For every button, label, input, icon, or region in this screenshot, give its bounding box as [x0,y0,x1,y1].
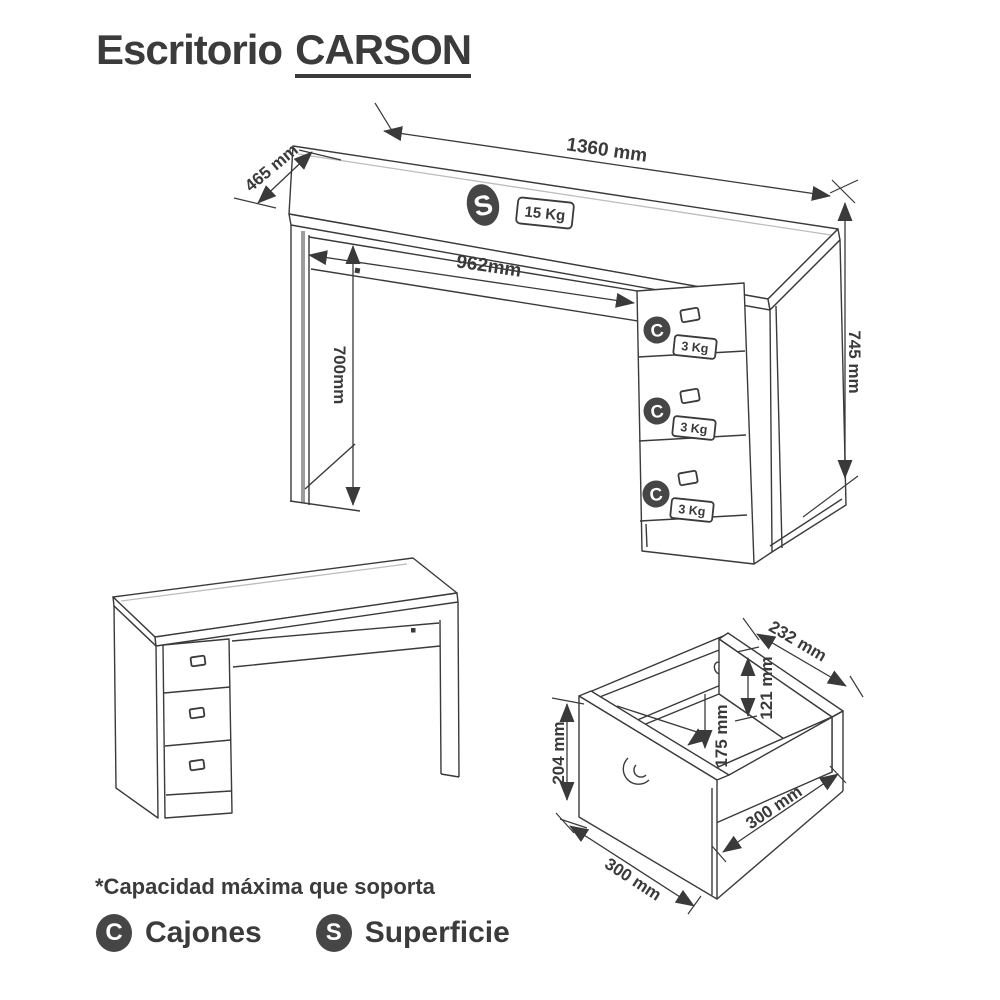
drawer-capacity-badge: C [643,397,671,425]
pedestal-drawer-1: C 3 Kg [643,306,718,360]
title-product-name: CARSON [295,26,472,78]
drawer-badge-letter: C [649,320,665,342]
drawer-capacity-value: 3 Kg [680,420,708,437]
drawer-badge-letter: C [649,401,665,423]
cam-dot [354,267,361,274]
dim-inner-height: 121 mm [757,656,776,719]
capacity-footnote: *Capacidad máxima que soporta [95,874,435,899]
legend-label-cajones: Cajones [145,916,262,949]
pedestal-drawer-3: C 3 Kg [642,469,715,523]
dim-inner-depth: 175 mm [712,704,731,767]
drawer-capacity-plate: 3 Kg [669,497,715,523]
drawer-isometric-view: 232 mm 121 mm 175 mm 204 mm 300 mm [549,617,864,915]
small-desk-left-panel [113,605,159,819]
desk-isometric-view: S 15 Kg C 3 Kg [233,102,864,565]
small-desk-pedestal [162,638,233,819]
drawer-handle-icon [622,757,650,785]
dim-front-height: 204 mm [549,721,568,784]
legend-item-superficie: S Superficie [315,914,510,952]
drawer-handle-icon [677,469,699,487]
legend-label-superficie: Superficie [364,916,510,949]
drawer-capacity-value: 3 Kg [681,339,709,356]
desk-front-view [112,557,460,819]
surface-capacity-value: 15 Kg [524,203,566,224]
surface-badge: S [315,914,352,952]
drawer-capacity-badge: C [643,316,671,344]
legend-item-cajones: C Cajones [96,914,262,952]
pedestal-drawer-2: C 3 Kg [643,387,717,441]
cam-dot [411,628,416,633]
small-desk-right-leg [439,601,460,778]
drawers-badge: C [96,914,132,952]
capacity-legend: C Cajones S Superficie [96,914,510,952]
drawer-badge-letter: C [648,484,664,506]
dim-width: 1360 mm [565,134,649,167]
drawer-capacity-plate: 3 Kg [672,334,718,360]
drawer-capacity-plate: 3 Kg [671,415,717,441]
title-prefix: Escritorio [96,26,283,73]
drawer-handle-icon [188,758,206,772]
surface-capacity-plate: 15 Kg [515,196,575,230]
drawer-capacity-value: 3 Kg [678,502,706,519]
drawer-handle-icon [679,387,701,405]
desk-left-leg [289,225,361,512]
drawer-handle-icon [679,306,701,324]
desk-right-side-panel [753,239,847,565]
dim-opening-height: 700mm [330,346,349,405]
page-title: Escritorio CARSON [96,26,472,78]
drawer-handle-icon [188,706,206,720]
dim-total-height: 745 mm [845,330,864,393]
small-desk-back-panel [231,622,441,668]
drawer-handle-icon [189,654,207,668]
drawer-capacity-badge: C [642,480,670,508]
